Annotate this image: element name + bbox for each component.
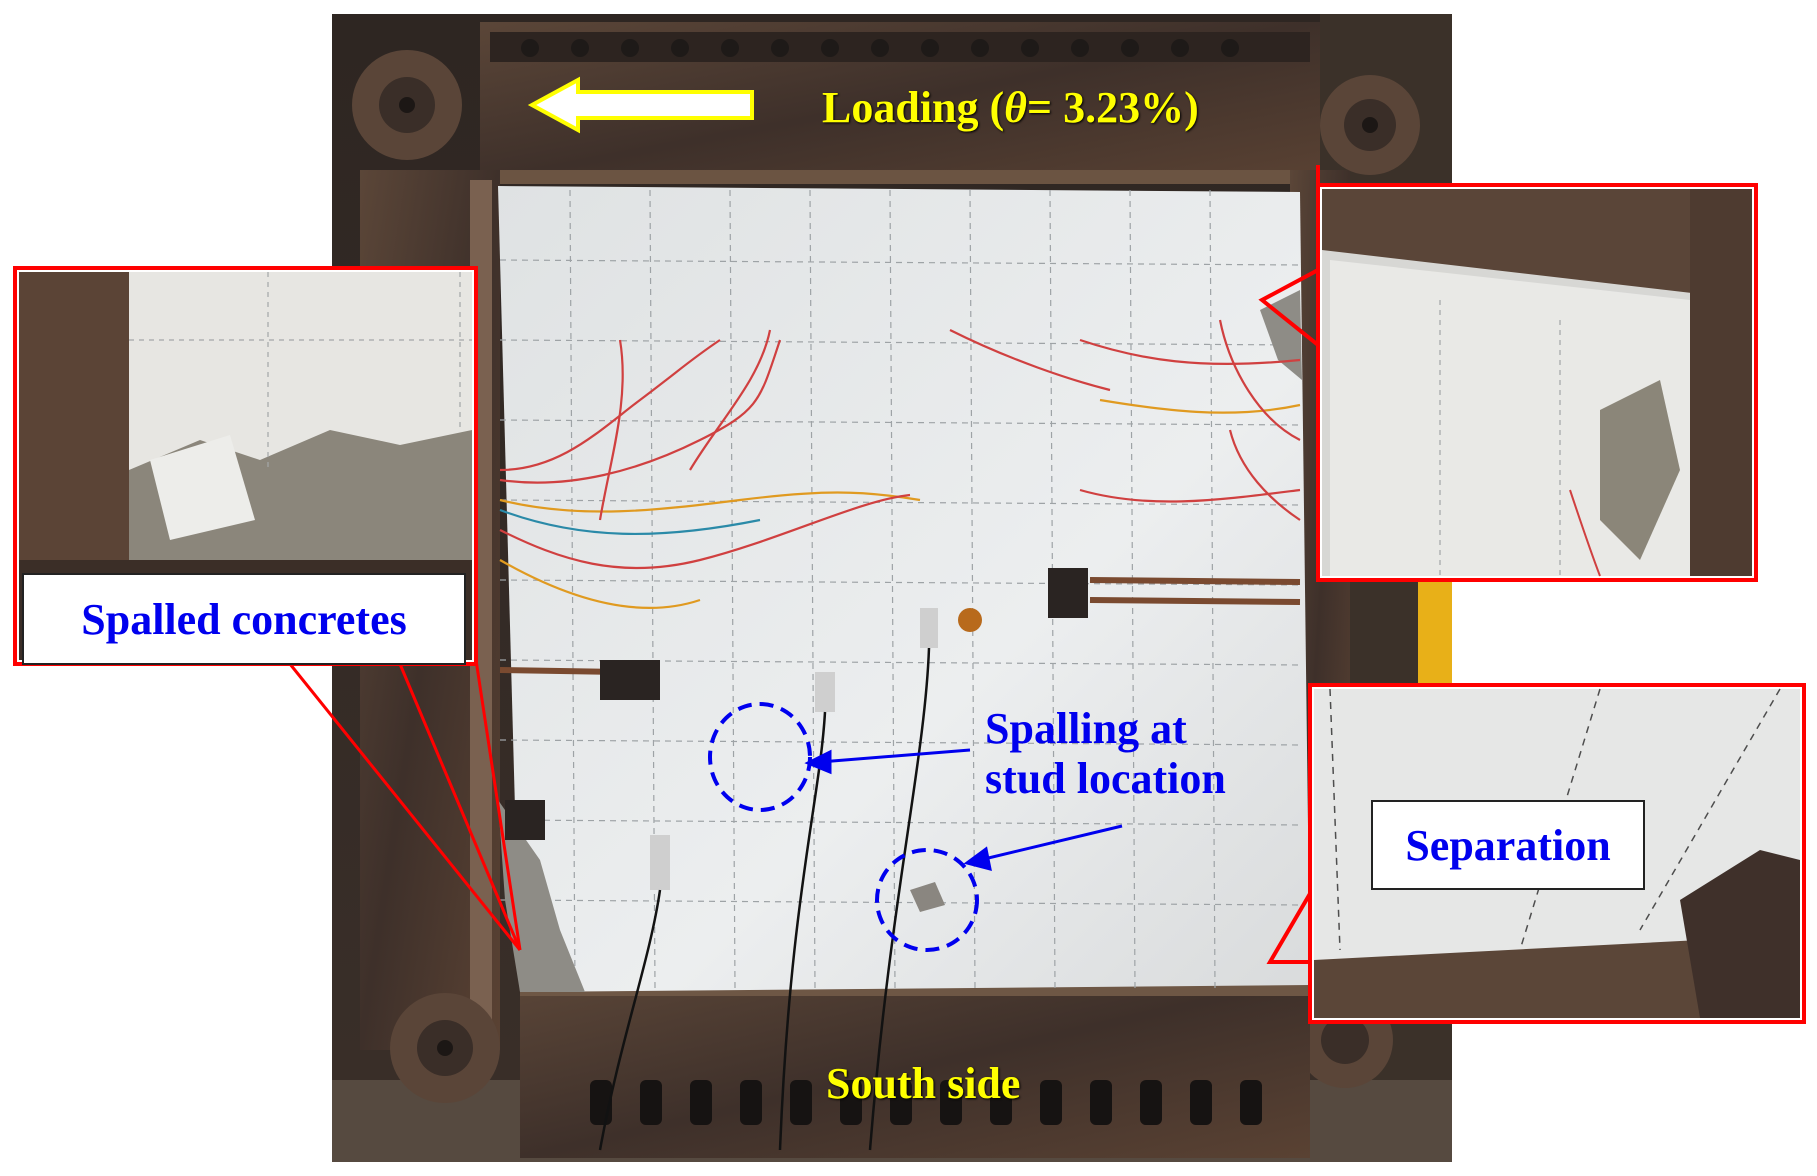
spalling-circle-lower bbox=[875, 848, 979, 952]
left-arrow-icon bbox=[527, 76, 754, 134]
bottom-beam bbox=[520, 978, 1310, 1158]
pin-top-left bbox=[352, 50, 462, 160]
pin-top-right bbox=[1320, 75, 1420, 175]
stud-label-line2: stud location bbox=[985, 754, 1226, 803]
spalled-concretes-label: Spalled concretes bbox=[81, 594, 407, 644]
sensor-cables bbox=[598, 647, 931, 1151]
theta-symbol: θ bbox=[1004, 83, 1028, 132]
spalled-concretes-box: Spalled concretes bbox=[22, 573, 466, 665]
south-side-text: South side bbox=[826, 1059, 1021, 1108]
separation-label: Separation bbox=[1405, 820, 1611, 870]
loading-label: Loading (θ= 3.23%) bbox=[822, 82, 1199, 133]
corner-spalling-right bbox=[1260, 290, 1302, 380]
top-bolts bbox=[521, 39, 1239, 57]
spalling-circle-upper bbox=[708, 702, 812, 812]
loading-value: = 3.23%) bbox=[1027, 83, 1199, 132]
stud-spalling-label: Spalling at stud location bbox=[985, 704, 1226, 804]
stud-label-line1: Spalling at bbox=[985, 704, 1187, 753]
south-side-label: South side bbox=[826, 1058, 1020, 1109]
loading-text: Loading ( bbox=[822, 83, 1005, 132]
separation-box: Separation bbox=[1371, 800, 1645, 890]
stud-arrows bbox=[804, 748, 1123, 872]
inset-upper-right-corner bbox=[1258, 165, 1758, 582]
pin-bottom-left bbox=[390, 993, 500, 1103]
sensors bbox=[505, 568, 1088, 890]
strain-gauge-wires bbox=[499, 319, 1301, 609]
concrete-panel bbox=[498, 186, 1310, 992]
panel-grid bbox=[499, 189, 1303, 989]
